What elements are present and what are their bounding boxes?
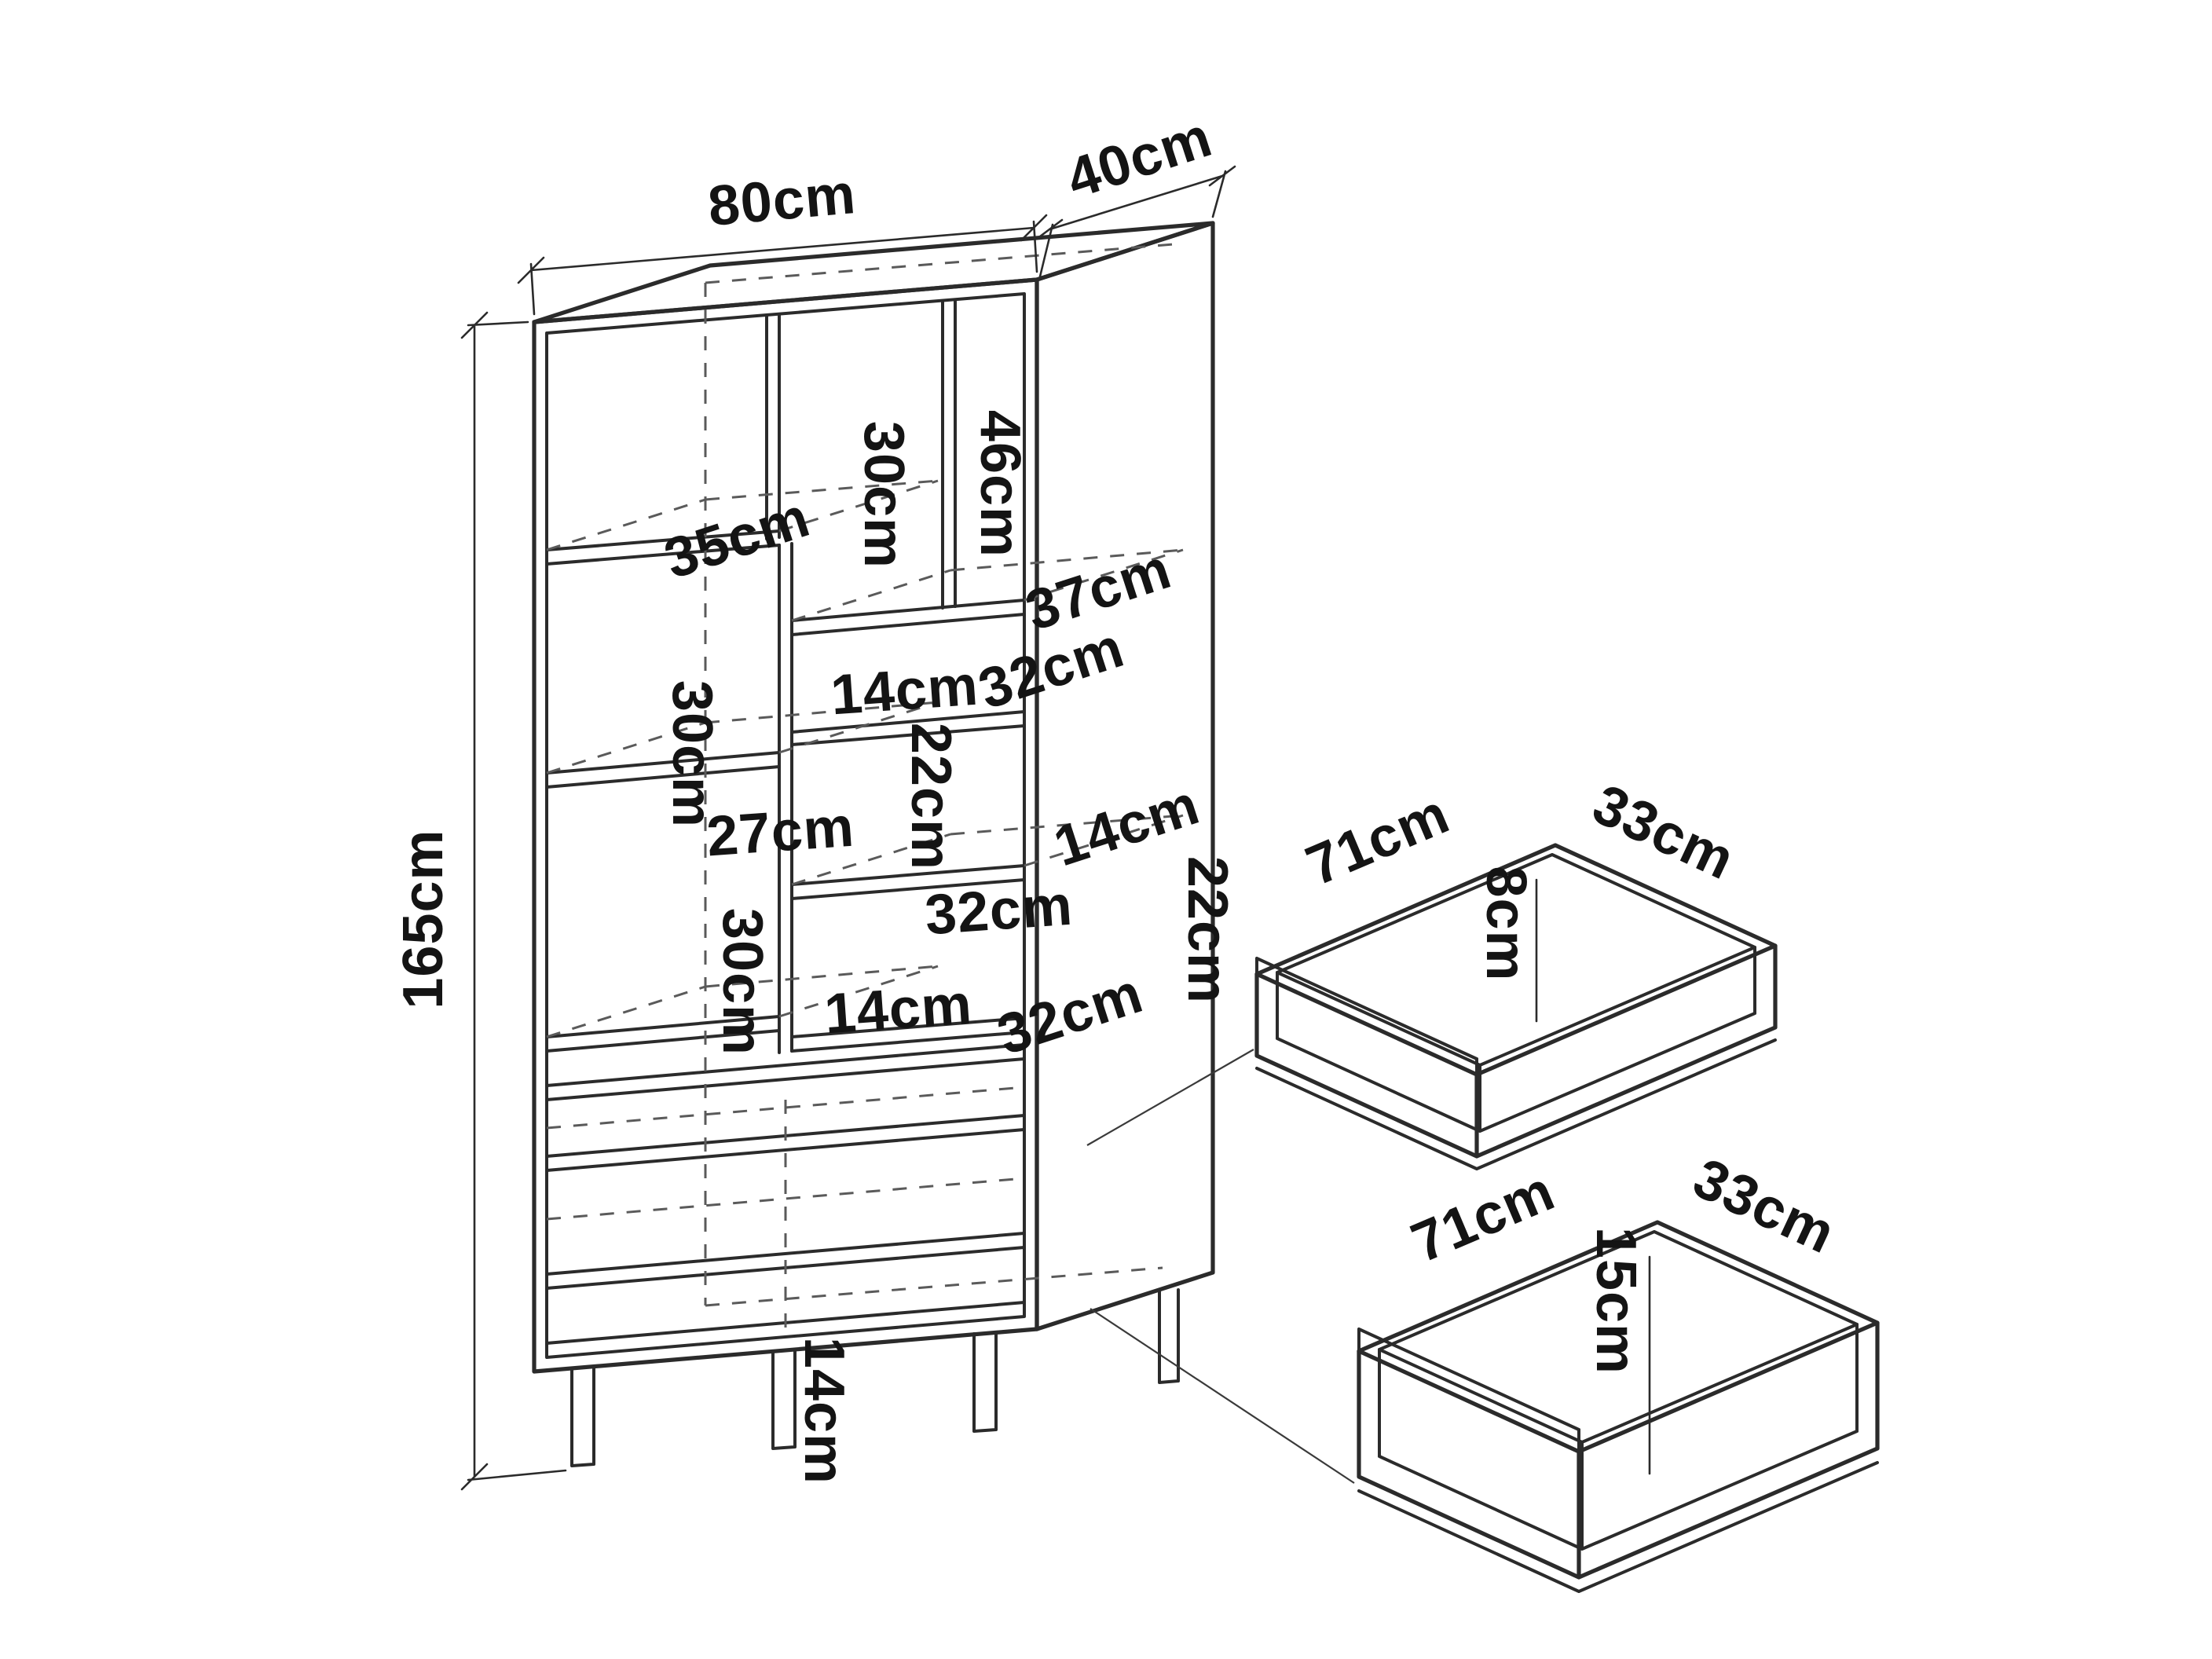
leg-front-right (972, 1331, 998, 1433)
dim-label-top-right-height: 46cm (969, 410, 1031, 558)
leg-front-center (771, 1348, 797, 1450)
cabinet-drawer-section (545, 1043, 1026, 1345)
dim-label-lower-shelf-width: 32cm (923, 874, 1075, 947)
drawer-large-walls (1357, 1320, 1880, 1580)
cabinet-drawing (460, 165, 1355, 1491)
callout-line-large-drawer (1090, 1308, 1355, 1484)
leg-back-right (1158, 1288, 1180, 1384)
callout-line-small-drawer (1086, 1049, 1254, 1146)
cabinet-dimension-lines (460, 165, 1236, 1491)
cabinet-front-frame-inner (545, 292, 1026, 1359)
cabinet-interior-dividers (765, 298, 957, 1054)
drawer-large-inner-floor (1378, 1323, 1859, 1551)
dim-label-mid-compartment-height: 22cm (899, 723, 962, 870)
dim-line-width (517, 214, 1048, 316)
dim-label-leg-height: 14cm (793, 1337, 855, 1485)
dim-label-cabinet-width: 80cm (705, 163, 858, 238)
cabinet-right-side-face (1035, 221, 1215, 1331)
dim-label-cabinet-height: 165cm (392, 829, 455, 1009)
dim-label-drawer-large-height: 15cm (1584, 1227, 1647, 1375)
cabinet-interior-shelves (545, 529, 1026, 1053)
dim-label-top-middle-height: 30cm (852, 421, 915, 569)
callout-lines (1086, 1049, 1355, 1484)
dim-label-bottom-row-width: 14cm (822, 973, 974, 1046)
drawer-large-base-edge (1357, 1461, 1879, 1593)
drawer-large-front-lip (1357, 1328, 1580, 1453)
drawer-small-inner-floor (1276, 946, 1756, 1133)
leg-front-left (570, 1365, 595, 1467)
drawer-large-drawing (1357, 1220, 1880, 1593)
drawer-small-front-lip (1255, 957, 1478, 1076)
drawer-small-base-edge (1255, 1038, 1777, 1170)
dim-line-depth (1035, 165, 1236, 278)
dim-label-left-upper-height: 30cm (661, 680, 723, 828)
dim-label-mid-row-height: 14cm (829, 654, 980, 727)
drawer-small-drawing (1254, 843, 1778, 1170)
dim-label-right-lower-height: 22cm (1176, 856, 1239, 1004)
cabinet-legs (570, 1288, 1180, 1467)
cabinet-hidden-edges (546, 242, 1184, 1307)
dim-label-left-shelf-width: 27cm (705, 796, 856, 869)
drawer-small-walls (1254, 943, 1778, 1159)
dim-line-height (460, 311, 567, 1491)
dim-label-left-lower-height: 30cm (711, 908, 774, 1056)
dim-label-drawer-small-height: 8cm (1474, 866, 1537, 981)
